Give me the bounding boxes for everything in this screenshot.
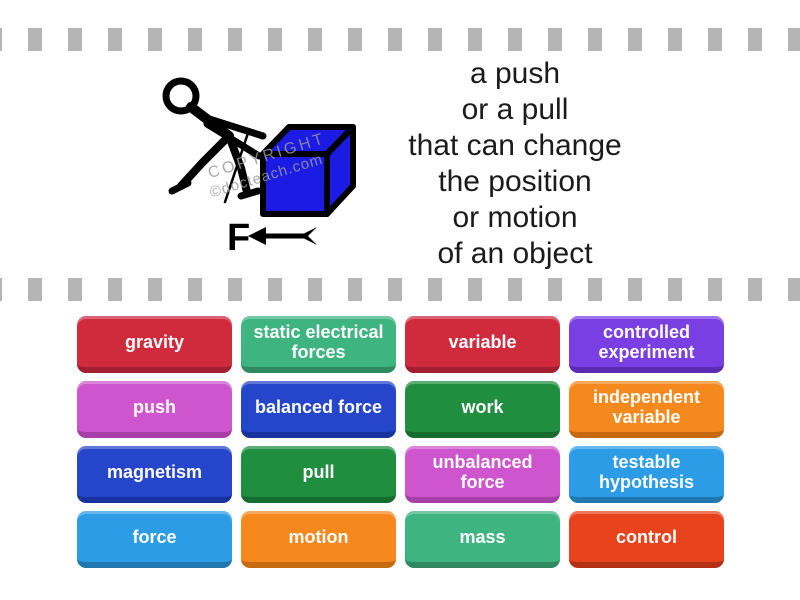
- force-label: F: [227, 217, 250, 258]
- answer-tile-label: control: [616, 526, 677, 547]
- answer-tile-label: gravity: [124, 331, 185, 352]
- force-arrow: [248, 227, 317, 245]
- answer-tile-label: mass: [459, 526, 506, 547]
- answer-tile-label: pull: [302, 461, 335, 482]
- answer-tile-label: independent variable: [593, 386, 700, 427]
- answer-tile[interactable]: push: [77, 381, 232, 438]
- question-panel: COPYRIGHT ©docteach.com F a push or a pu…: [0, 52, 800, 276]
- question-text: a push or a pull that can change the pos…: [408, 57, 622, 270]
- answer-tile[interactable]: gravity: [77, 316, 232, 373]
- answer-tile[interactable]: motion: [241, 511, 396, 568]
- answer-tile[interactable]: unbalanced force: [405, 446, 560, 503]
- answer-tile[interactable]: force: [77, 511, 232, 568]
- answer-tile[interactable]: controlled experiment: [569, 316, 724, 373]
- blue-box: [260, 124, 356, 217]
- answer-tile-label: push: [133, 396, 176, 417]
- answer-tile-label: variable: [448, 331, 517, 352]
- answer-tile-label: magnetism: [106, 461, 203, 482]
- answer-tile-label: controlled experiment: [598, 321, 695, 362]
- answer-tile[interactable]: balanced force: [241, 381, 396, 438]
- answer-tile[interactable]: magnetism: [77, 446, 232, 503]
- answer-tile[interactable]: variable: [405, 316, 560, 373]
- answer-tile[interactable]: work: [405, 381, 560, 438]
- filmstrip-border-middle: [0, 278, 800, 301]
- answer-tile-label: static electrical forces: [253, 321, 384, 362]
- answer-grid: gravity static electrical forces variabl…: [77, 316, 724, 568]
- answer-tile[interactable]: mass: [405, 511, 560, 568]
- answer-tile-label: work: [461, 396, 504, 417]
- answer-tile-label: balanced force: [254, 396, 383, 417]
- push-box-illustration: COPYRIGHT ©docteach.com F: [162, 77, 356, 258]
- answer-tile[interactable]: control: [569, 511, 724, 568]
- answer-tile-label: unbalanced force: [432, 451, 533, 492]
- answer-tile-label: testable hypothesis: [598, 451, 695, 492]
- answer-tile[interactable]: testable hypothesis: [569, 446, 724, 503]
- answer-tile-label: motion: [288, 526, 349, 547]
- answer-tile[interactable]: static electrical forces: [241, 316, 396, 373]
- answer-tile-label: force: [132, 526, 177, 547]
- answer-tile[interactable]: independent variable: [569, 381, 724, 438]
- stick-figure: [162, 77, 267, 204]
- filmstrip-border-top: [0, 28, 800, 51]
- answer-tile[interactable]: pull: [241, 446, 396, 503]
